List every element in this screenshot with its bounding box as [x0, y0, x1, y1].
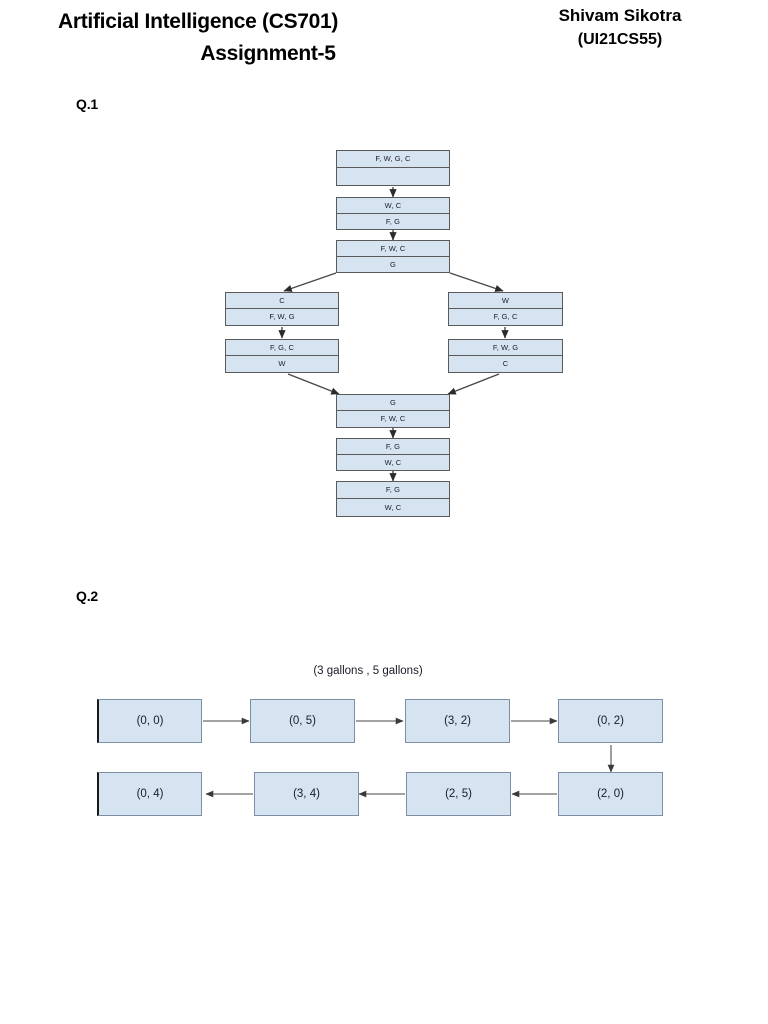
- q2-node-s2-label: (3, 2): [444, 715, 471, 727]
- q1-node-n4: F, G, C W: [225, 339, 339, 373]
- q1-state-space-diagram: F, W, G, C W, C F, G F, W, C G C F, W, G…: [0, 140, 768, 540]
- q1-node-n8-far: W, C: [384, 457, 402, 467]
- document-header: Artificial Intelligence (CS701) Assignme…: [0, 0, 768, 80]
- q1-node-n0: F, W, G, C: [336, 150, 450, 186]
- q2-node-s4-label: (2, 0): [597, 788, 624, 800]
- q1-node-n2-far: G: [390, 259, 396, 269]
- q2-node-s3: (0, 2): [558, 699, 663, 743]
- q1-node-n0-near: F, W, G, C: [337, 151, 449, 168]
- q1-node-n3-near: C: [226, 293, 338, 309]
- q2-node-s1-label: (0, 5): [289, 715, 316, 727]
- q1-node-n9-near: F, G: [337, 482, 449, 499]
- q1-node-n4-far: W: [278, 359, 286, 369]
- q2-node-s6: (3, 4): [254, 772, 359, 816]
- q1-node-n5: W F, G, C: [448, 292, 563, 326]
- q1-node-n6: F, W, G C: [448, 339, 563, 373]
- page-title-line2: Assignment-5: [200, 42, 336, 65]
- q2-node-s7: (0, 4): [97, 772, 202, 816]
- q1-node-n7: G F, W, C: [336, 394, 450, 428]
- q2-node-s1: (0, 5): [250, 699, 355, 743]
- q1-node-n7-far: F, W, C: [380, 414, 406, 424]
- q1-node-n5-far: F, G, C: [493, 312, 518, 322]
- q2-node-s5: (2, 5): [406, 772, 511, 816]
- q2-node-s4: (2, 0): [558, 772, 663, 816]
- q1-node-n2-near: F, W, C: [337, 241, 449, 257]
- q1-node-n6-near: F, W, G: [449, 340, 562, 356]
- q2-node-s7-label: (0, 4): [136, 788, 164, 800]
- q1-node-n8-near: F, G: [337, 439, 449, 455]
- question-2-label: Q.2: [76, 588, 98, 604]
- q1-node-n6-far: C: [502, 359, 509, 369]
- author-roll-number: (UI21CS55): [577, 31, 663, 48]
- q1-node-n1-far: F, G: [385, 216, 401, 226]
- q1-node-n8: F, G W, C: [336, 438, 450, 471]
- q1-node-n1-near: W, C: [337, 198, 449, 214]
- author-name: Shivam Sikotra: [558, 6, 682, 25]
- question-1-label: Q.1: [76, 96, 98, 112]
- gallons-caption: (3 gallons , 5 gallons): [313, 665, 423, 677]
- page-title-line1: Artificial Intelligence (CS701): [58, 10, 339, 33]
- q2-node-s0: (0, 0): [97, 699, 202, 743]
- q1-node-n9-far: W, C: [384, 502, 402, 512]
- q2-node-s5-label: (2, 5): [445, 788, 472, 800]
- q2-node-s6-label: (3, 4): [293, 788, 320, 800]
- q1-node-n7-near: G: [337, 395, 449, 411]
- q1-node-n4-near: F, G, C: [226, 340, 338, 356]
- q2-node-s3-label: (0, 2): [597, 715, 624, 727]
- q2-node-s2: (3, 2): [405, 699, 510, 743]
- q1-node-n5-near: W: [449, 293, 562, 309]
- q1-node-n3: C F, W, G: [225, 292, 339, 326]
- q2-water-jug-diagram: (3 gallons , 5 gallons) (0, 0) (0, 5) (3…: [0, 655, 768, 835]
- q1-node-n0-far: [337, 168, 449, 185]
- q1-node-n9: F, G W, C: [336, 481, 450, 517]
- q1-node-n1: W, C F, G: [336, 197, 450, 230]
- q1-node-n3-far: F, W, G: [269, 312, 295, 322]
- q2-node-s0-label: (0, 0): [136, 715, 164, 727]
- q1-node-n2: F, W, C G: [336, 240, 450, 273]
